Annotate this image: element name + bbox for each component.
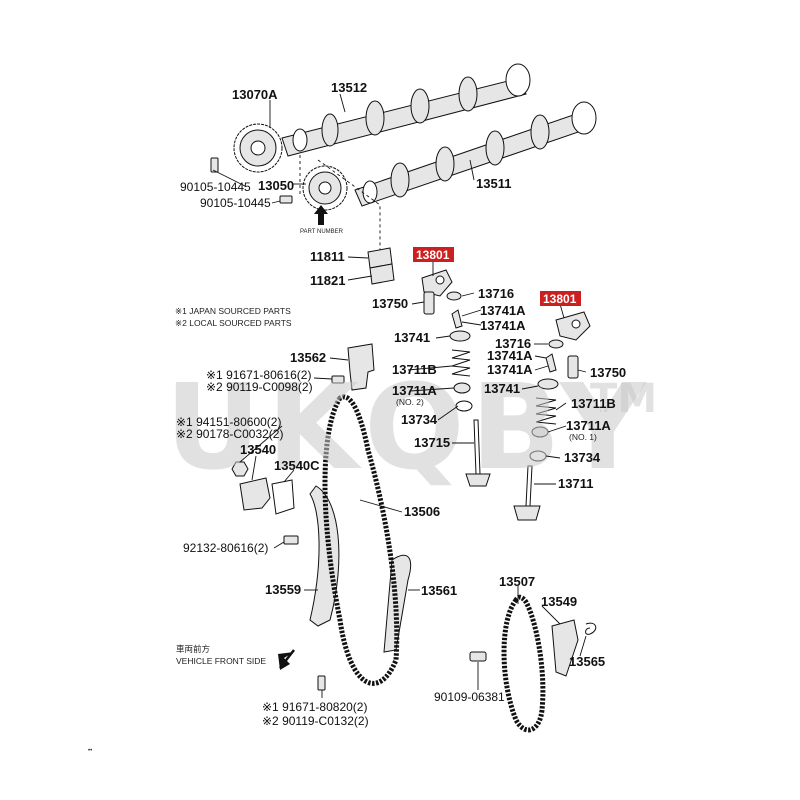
label-90105-upper: 90105-10445 [180,180,251,194]
rocker-arm-13801-right [555,311,591,341]
label-92132: 92132-80616(2) [183,541,268,555]
label-13741A-left-2: 13741A [480,318,526,333]
spring-13711B-left [451,349,471,377]
label-13750-right: 13750 [590,365,626,380]
bolt-90105-lower [279,195,293,204]
label-13716-right: 13716 [495,336,531,351]
chain-tensioner-plate-13549 [551,619,579,677]
camshaft-13511 [354,101,597,207]
label-13506: 13506 [404,504,440,519]
label-part-number-note: PART NUMBER [300,229,344,235]
part-number-arrow-icon [314,205,328,225]
bolt-90105-upper [210,157,219,173]
tensioner-spring-13565 [585,622,597,635]
label-13801-left: 13801 [416,248,450,262]
highlight-13801-right [540,291,581,306]
label-13711A-left: 13711A [392,383,437,398]
label-90119-lower: ※2 90119-C0132(2) [262,714,369,728]
shim-13716-left [446,291,462,301]
label-90119-upper: ※2 90119-C0098(2) [206,380,313,394]
timing-chain-13506 [322,394,400,686]
spring-13711B-right [535,397,557,425]
label-91671-lower: ※1 91671-80820(2) [262,700,367,714]
direction-english: VEHICLE FRONT SIDE [176,656,266,666]
watermark-tm: TM [590,376,657,422]
seal-13734-left [455,400,473,412]
watermark: UKQBY TM [165,358,657,496]
label-13741-left: 13741 [394,330,430,345]
legend-japan: ※1 JAPAN SOURCED PARTS [175,306,291,316]
label-13716-left: 13716 [478,286,514,301]
label-13562: 13562 [290,350,326,365]
label-13540: 13540 [240,442,276,457]
label-13512: 13512 [331,80,367,95]
retainer-13741-right [537,378,559,390]
nut-94151 [231,461,249,477]
keepers-13741A-right [545,353,557,373]
label-13070A: 13070A [232,87,278,102]
label-13561: 13561 [421,583,457,598]
label-94151: ※1 94151-80600(2) [176,415,281,429]
label-13734-left: 13734 [401,412,438,427]
camshaft-13512 [281,63,531,157]
label-90105-lower: 90105-10445 [200,196,271,210]
valve-13711 [513,465,541,521]
label-11821: 11821 [310,273,345,288]
label-13711B-right: 13711B [571,396,616,411]
leader-lines [212,93,587,698]
label-13741-right: 13741 [484,381,520,396]
label-13750-left: 13750 [372,296,408,311]
label-13559: 13559 [265,582,301,597]
label-13711A-left-note: (NO. 2) [396,397,424,407]
valve-13715 [465,419,491,487]
gasket-13540C [271,479,295,515]
keepers-13741A-left [451,309,463,329]
label-13741A-left-1: 13741A [480,303,526,318]
part-labels: 13070A 13512 13511 13050 90105-10445 901… [88,80,626,754]
rocker-arm-13801-left [421,269,453,297]
label-13741A-right-1: 13741A [487,348,533,363]
label-11811: 11811 [310,249,345,264]
tensioner-slipper-13559 [309,485,340,627]
label-13734-right: 13734 [564,450,601,465]
legend-local: ※2 LOCAL SOURCED PARTS [175,318,292,328]
lash-adjuster-13750-left [423,291,435,315]
label-13565: 13565 [569,654,605,669]
direction-kanji: 車両前方 [176,644,210,654]
shim-13716-right [548,339,564,349]
label-91671-upper: ※1 91671-80616(2) [206,368,311,382]
label-13715: 13715 [414,435,450,450]
label-13711A-right: 13711A [566,418,611,433]
watermark-text: UKQBY [165,358,652,496]
oil-pump-chain-13507 [501,594,546,733]
highlight-13801-left [413,247,454,262]
label-13507: 13507 [499,574,535,589]
footer-mark: •• [88,748,92,754]
bolt-91671-lower [317,675,326,691]
bolt-91671-upper [331,375,345,384]
lash-adjuster-13750-right [567,355,579,379]
arrow-down-left-icon [278,649,295,670]
label-13711: 13711 [558,476,593,491]
label-13050: 13050 [258,178,294,193]
chain-tensioner-bracket-13562 [347,343,375,391]
label-13711B-left: 13711B [392,362,437,377]
bolt-90109 [469,651,487,662]
label-90109: 90109-06381 [434,690,505,704]
label-13801-right: 13801 [543,292,577,306]
label-13549: 13549 [541,594,577,609]
label-13540C: 13540C [274,458,320,473]
label-90178: ※2 90178-C0032(2) [176,427,283,441]
label-13711A-right-note: (NO. 1) [569,432,597,442]
retainer-13741-left [449,330,471,342]
chain-tensioner-13540 [239,477,271,511]
bearing-cap-11821 [369,263,395,285]
camshaft-timing-sprocket-13050 [302,165,348,211]
stud-92132 [283,535,299,545]
camshaft-timing-gear-13070A [233,123,283,173]
label-13741A-right-2: 13741A [487,362,533,377]
label-13511: 13511 [476,176,511,191]
